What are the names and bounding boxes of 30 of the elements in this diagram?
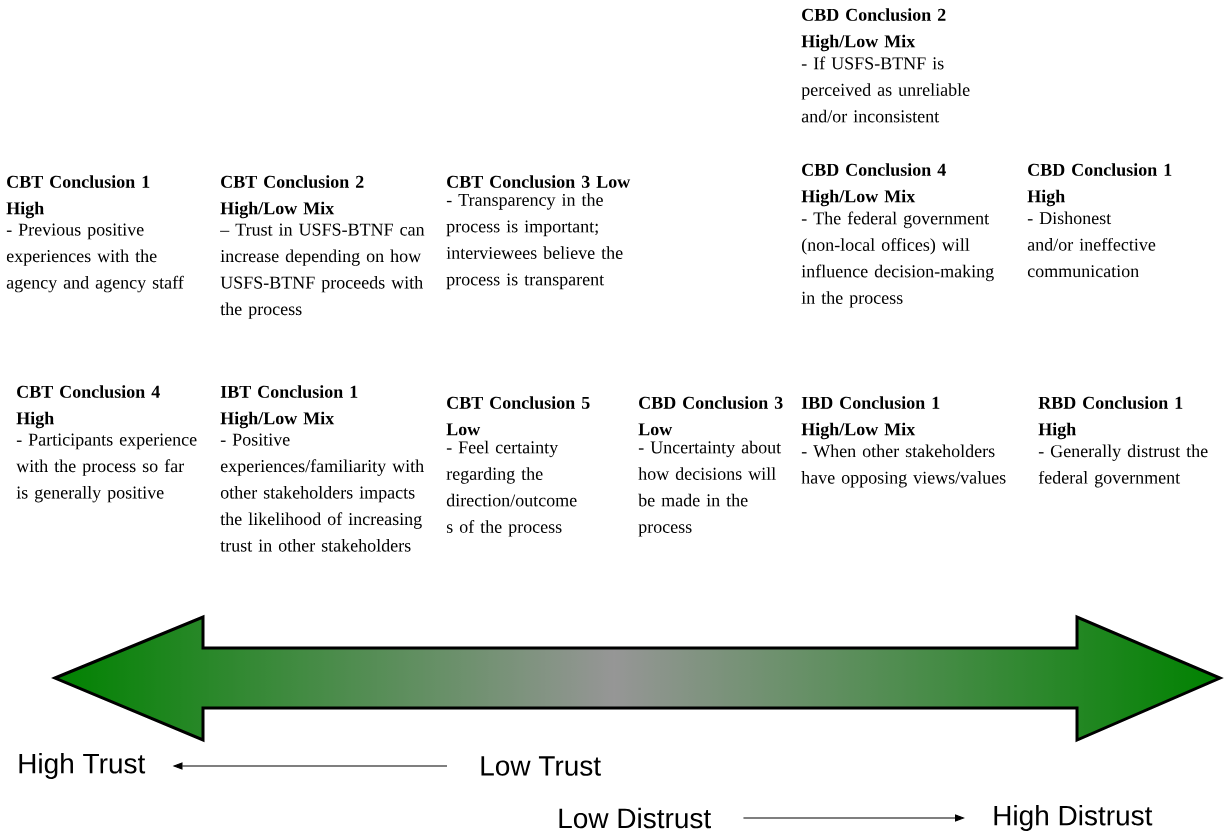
arrow [742, 814, 964, 822]
description: - Transparency in the process is important; interviewees believe the process is transparent [446, 193, 623, 290]
axis-label: Low Distrust [559, 807, 711, 829]
arrow [173, 762, 448, 770]
axis-label: High Trust [19, 752, 146, 780]
description: - Participants experience with the process so far is generally positive [16, 433, 197, 503]
heading: CBT Conclusion 2 High/Low Mix [220, 175, 364, 219]
description: - When other stakeholders have opposing views/values [801, 444, 1006, 488]
heading: CBT Conclusion 3 Low [447, 175, 631, 188]
description: - Previous positive experiences with the agency and agency staff [6, 223, 184, 293]
description: - Feel certainty regarding the direction/outcome s of the process [446, 440, 577, 537]
heading: CBT Conclusion 5 Low [446, 396, 590, 436]
description: - Positive experiences/familiarity with other stakeholders impacts the likelihood of increasing trust in other stakeholders [220, 433, 424, 552]
heading: CBT Conclusion 1 High [6, 175, 150, 219]
heading: CBD Conclusion 3 Low [638, 396, 783, 436]
description: - The federal government (non-local offices) will influence decision-making in the process [801, 211, 994, 308]
heading: IBD Conclusion 1 High/Low Mix [801, 396, 940, 440]
description: - Dishonest and/or ineffective communication [1027, 211, 1156, 278]
heading: CBD Conclusion 1 High [1027, 163, 1172, 207]
description: - Uncertainty about how decisions will be made in the process [638, 440, 782, 537]
heading: RBD Conclusion 1 High [1038, 396, 1183, 440]
heading: CBD Conclusion 4 High/Low Mix [801, 163, 946, 207]
axis-label: Low Trust [481, 756, 601, 776]
axis-label: High Distrust [994, 804, 1153, 832]
heading: CBT Conclusion 4 High [16, 385, 160, 429]
heading: CBD Conclusion 2 High/Low Mix [801, 8, 946, 52]
description: - If USFS-BTNF is perceived as unreliable and/or inconsistent [801, 56, 970, 123]
description: – Trust in USFS-BTNF can increase depending on how USFS-BTNF proceeds with the process [220, 223, 425, 319]
description: - Generally distrust the federal government [1038, 444, 1208, 488]
heading: IBT Conclusion 1 High/Low Mix [220, 385, 358, 429]
